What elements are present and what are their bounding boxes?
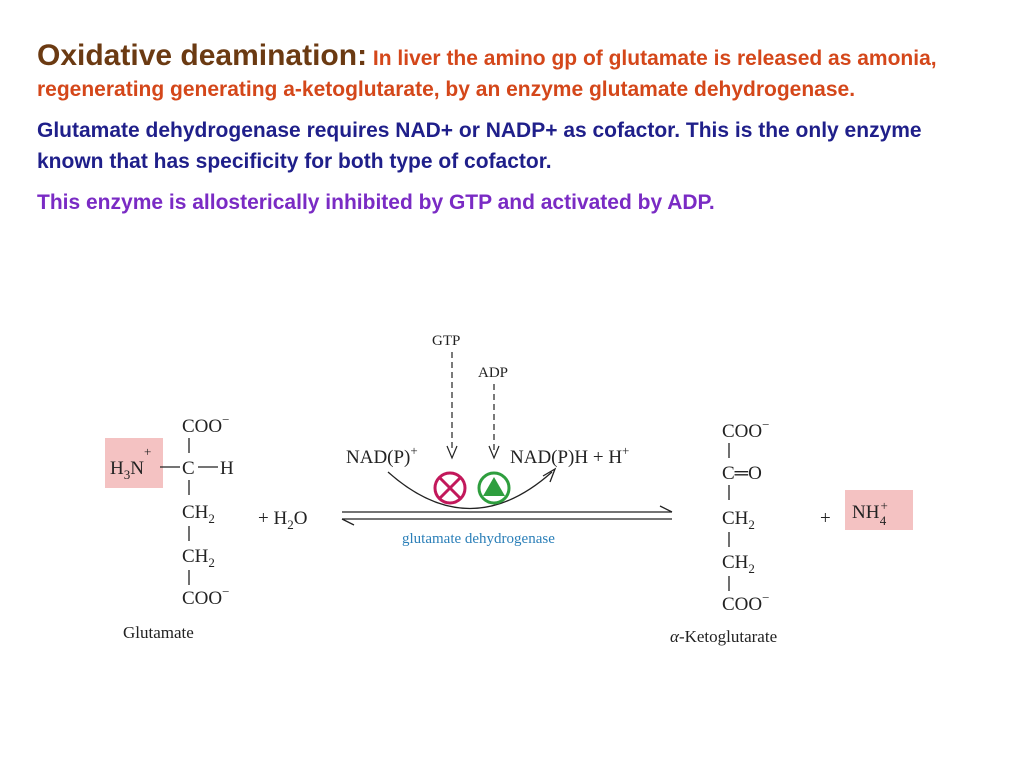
keto-ch2-b: CH2 [722,552,755,576]
glutamate-coo-top: COO− [182,412,229,437]
keto-coo-bottom: COO− [722,590,769,615]
ammonium-highlight [845,490,913,530]
glutamate-ch2-a: CH2 [182,502,215,526]
gtp-label: GTP [432,333,460,349]
keto-group: C═O [722,463,762,484]
keto-ch2-a: CH2 [722,508,755,532]
amino-group: H3N [110,458,144,482]
ketoglutarate-label: α-Ketoglutarate [670,627,777,646]
ammonium-label: NH+4 [852,498,888,528]
amino-charge: + [144,444,151,459]
slide-heading: Oxidative deamination: [37,39,368,72]
enzyme-label: glutamate dehydrogenase [402,531,555,547]
glutamate-ch2-b: CH2 [182,546,215,570]
glutamate-label: Glutamate [123,623,194,642]
cofactor-in: NAD(P)+ [346,443,418,468]
paragraph-allosteric: This enzyme is allosterically inhibited … [37,191,715,214]
cofactor-curved-arrow [387,471,553,509]
inhibition-symbol [433,471,467,505]
cofactor-out: NAD(P)H + H+ [510,443,629,468]
glutamate-coo-bottom: COO− [182,584,229,609]
paragraph-cofactor: Glutamate dehydrogenase requires NAD+ or… [37,119,922,173]
amino-group-highlight [105,438,163,488]
paragraph-oxidative-deamination: Oxidative deamination: In liver the amin… [37,40,987,105]
alpha-hydrogen: H [220,458,234,479]
keto-coo-top: COO− [722,417,769,442]
glutamate-structure: COO− + H3N C H CH2 CH2 COO− Glutamate [110,412,234,642]
slide-text: Oxidative deamination: In liver the amin… [37,40,987,228]
activation-symbol [477,471,511,505]
adp-label: ADP [478,365,508,381]
water-label: + H2O [258,508,307,532]
paragraph-1-text: In liver the amino gp of glutamate is re… [37,47,937,101]
plus-sign: + [820,508,831,529]
alpha-carbon: C [182,458,195,479]
equilibrium-arrows [341,505,673,526]
ketoglutarate-structure: COO− C═O CH2 CH2 COO− α-Ketoglutarate [670,417,777,646]
